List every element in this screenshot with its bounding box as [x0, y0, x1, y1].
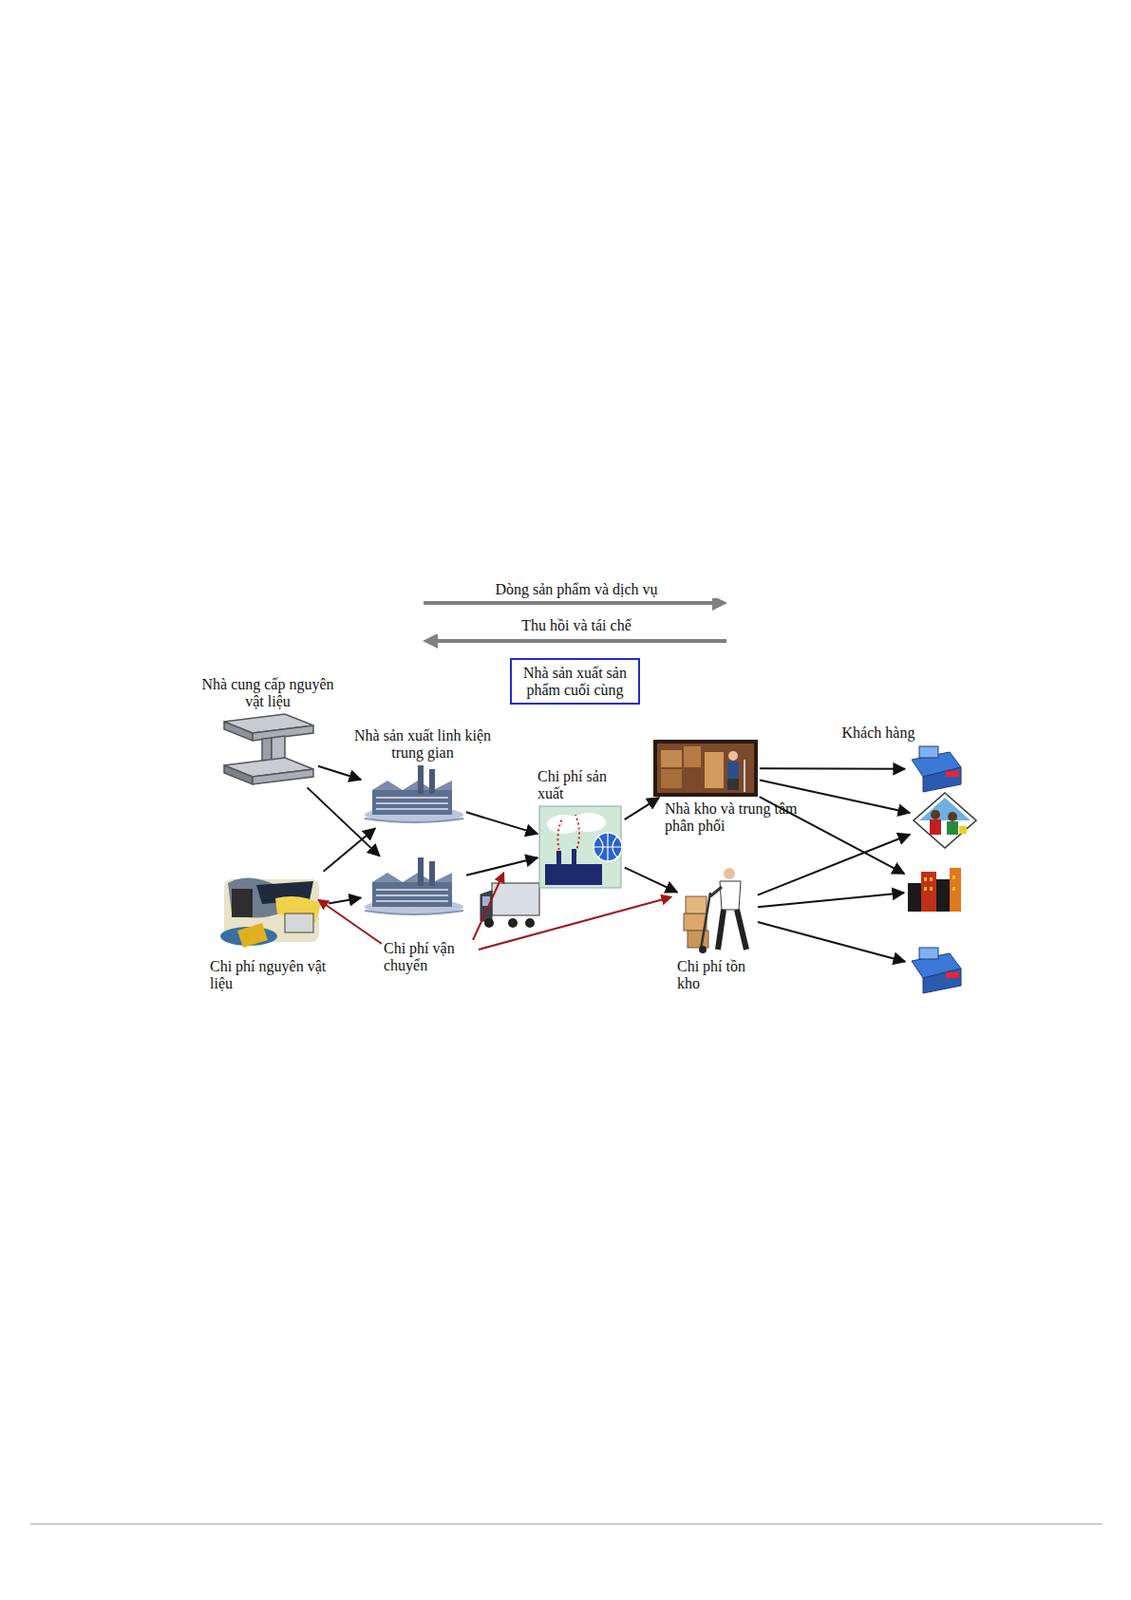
cost-label: Chi phí vận chuyển — [381, 940, 477, 975]
cash-register-icon — [911, 947, 962, 994]
customer-node — [905, 862, 963, 918]
flow-connector — [757, 834, 910, 896]
factory-icon — [364, 857, 464, 915]
node-text: Nhà cung cấp nguyên vật liệu — [196, 676, 340, 711]
leader-arrow — [472, 873, 504, 941]
flow-label: Dòng sản phẩm và dịch vụ — [432, 581, 721, 599]
node-text: Chi phí nguyên vật liệu — [209, 958, 334, 993]
node-text: Nhà sản xuất sản phẩm cuối cùng — [515, 664, 635, 699]
worker-icon — [683, 867, 747, 954]
buildings-icon — [907, 867, 962, 912]
flow-connector — [466, 857, 538, 876]
flow-label: Thu hồi và tái chế — [432, 617, 721, 635]
inventory-node: Chi phí tồn kho — [678, 867, 756, 955]
leader-arrow — [478, 897, 671, 950]
node-text: Chi phí sản xuất — [537, 768, 625, 803]
node-text: Khách hàng — [830, 724, 926, 742]
node-text: Nhà kho và trung tâm phân phối — [664, 800, 808, 835]
node-text: Chi phí tồn kho — [677, 958, 763, 993]
steel-beam-icon — [224, 714, 314, 785]
flow-connector — [323, 828, 376, 871]
flow-connector — [328, 897, 361, 904]
flow-connector — [307, 787, 380, 856]
flow-connector — [466, 811, 538, 834]
component-factory: Nhà sản xuất linh kiện trung gian — [362, 765, 465, 828]
flow-connector — [318, 766, 361, 780]
flow-arrow — [423, 601, 720, 605]
warehouse-node: Nhà kho và trung tâm phân phối — [653, 739, 758, 797]
raw-material-node: Chi phí nguyên vật liệu — [219, 872, 327, 955]
customer-node — [911, 791, 979, 850]
return-arrow — [430, 639, 727, 643]
leader-arrow — [319, 900, 382, 944]
footer-rule — [30, 1524, 1103, 1526]
customer-node: Khách hàng — [906, 745, 964, 793]
raw-material-icon — [220, 877, 321, 948]
customer-node — [906, 943, 962, 996]
flow-connector — [624, 867, 678, 893]
factory-icon — [364, 765, 464, 823]
final-factory: Chi phí sản xuất — [539, 806, 623, 888]
node-text: Nhà sản xuất linh kiện trung gian — [341, 727, 504, 762]
flow-connector — [757, 922, 905, 962]
component-factory — [362, 857, 465, 920]
cash-register-icon — [911, 746, 962, 792]
final-producer-box: Nhà sản xuất sản phẩm cuối cùng — [509, 658, 641, 705]
final-factory-icon — [539, 806, 623, 888]
flow-connector — [624, 797, 660, 820]
flow-connector — [759, 767, 905, 771]
flow-connector — [757, 892, 905, 907]
family-icon — [913, 792, 977, 849]
warehouse-icon — [653, 739, 758, 797]
supplier-node: Nhà cung cấp nguyên vật liệu — [219, 714, 317, 787]
